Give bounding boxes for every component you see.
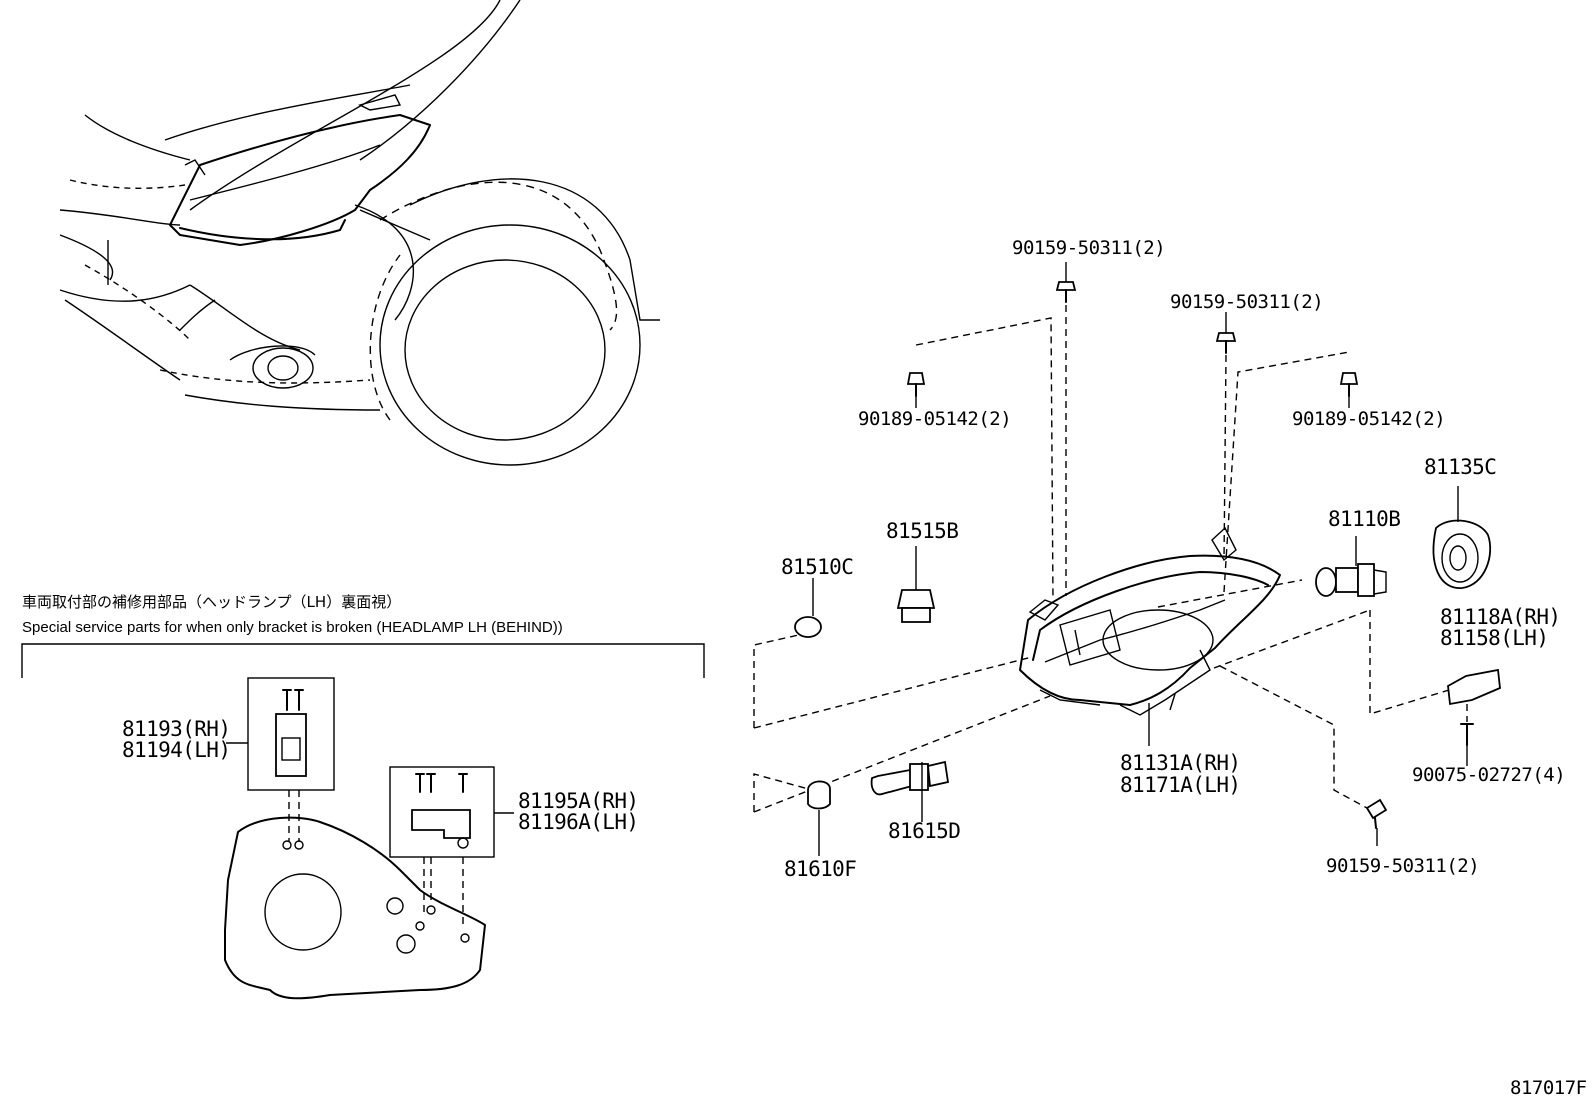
headlamp-exploded-view: 90159-50311(2) 90159-50311(2) 90189-0514…: [753, 237, 1566, 881]
upper-socket-icon: [896, 589, 936, 623]
bracket-box-lower: [389, 766, 495, 858]
screw-top-right-icon: [1215, 332, 1237, 354]
label-socket-upper: 81515B: [886, 519, 958, 543]
inset-caption-jp: 車両取付部の補修用部品（ヘッドランプ（LH）裏面視）: [22, 593, 401, 611]
label-screw-top-center: 90159-50311(2): [1012, 237, 1165, 259]
inset-callout-bracket-lower: 81195A(RH) 81196A(LH): [518, 789, 639, 834]
main-bulb-icon: [1315, 563, 1387, 597]
vehicle-front-illustration: [59, 0, 660, 466]
headlamp-back-silhouette: [224, 816, 486, 1000]
screw-bottom-icon: [1365, 798, 1388, 829]
side-bracket-icon: [1447, 668, 1501, 706]
label-cap: 81135C: [1424, 455, 1496, 479]
dust-cap-icon: [1432, 519, 1492, 589]
upper-bulb-icon: [794, 616, 822, 638]
bracket-screw-icons-1: [282, 689, 304, 711]
lower-socket-icon: [870, 760, 950, 796]
label-screw-top-right: 90159-50311(2): [1170, 291, 1323, 313]
bracket-screw-icons-2: [415, 773, 468, 793]
label-clip-right: 90189-05142(2): [1292, 408, 1445, 430]
label-bulb-main: 81110B: [1328, 507, 1400, 531]
label-socket-lower: 81615D: [888, 819, 960, 843]
bracket-box-upper: [247, 677, 335, 791]
sheet-id: 817017F: [1510, 1077, 1587, 1099]
label-side-bracket-rh: 81118A(RH): [1440, 605, 1560, 629]
svg-text:81193(RH): 81193(RH): [122, 717, 230, 741]
inset-caption-en: Special service parts for when only brac…: [22, 619, 563, 636]
svg-text:81196A(LH): 81196A(LH): [518, 810, 638, 834]
service-parts-inset: 車両取付部の補修用部品（ヘッドランプ（LH）裏面視） Special servi…: [21, 593, 705, 1000]
svg-text:81195A(RH): 81195A(RH): [518, 789, 638, 813]
clip-left-icon: [906, 372, 926, 397]
screw-top-center-icon: [1055, 281, 1077, 303]
label-clip-left: 90189-05142(2): [858, 408, 1011, 430]
label-screw-bracket: 90075-02727(4): [1412, 764, 1565, 786]
svg-text:81194(LH): 81194(LH): [122, 738, 230, 762]
label-side-bracket-lh: 81158(LH): [1440, 626, 1548, 650]
label-headlamp-lh: 81171A(LH): [1120, 773, 1240, 797]
headlamp-assembly: [1019, 554, 1281, 706]
label-headlamp-rh: 81131A(RH): [1120, 751, 1240, 775]
label-bulb-upper: 81510C: [781, 555, 853, 579]
inset-callout-bracket-upper: 81193(RH) 81194(LH): [122, 717, 231, 762]
screw-bracket-icon: [1460, 723, 1474, 746]
label-screw-bottom: 90159-50311(2): [1326, 855, 1479, 877]
clip-right-icon: [1339, 372, 1359, 397]
label-bulb-lower: 81610F: [784, 857, 856, 881]
lower-bulb-icon: [807, 780, 831, 810]
